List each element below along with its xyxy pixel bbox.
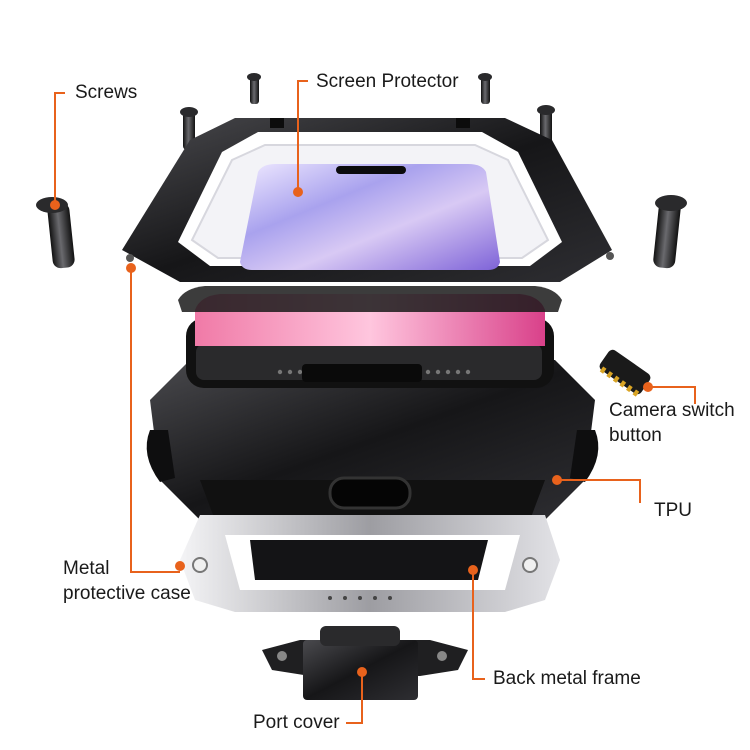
label-metal-case-line2: protective case [63,583,191,604]
label-port-cover: Port cover [253,712,340,733]
front-metal-frame [122,118,614,282]
leader-screen-protector [297,80,308,192]
leader-port-cover [346,672,363,724]
leader-camera-switch [648,386,696,404]
dot-tpu [552,475,562,485]
label-back-frame: Back metal frame [493,668,641,689]
dot-camera-switch [643,382,653,392]
camera-switch-part [599,349,651,397]
label-camera-switch-line1: Camera switch [609,400,735,421]
screw-top-left [247,73,261,104]
dot-screws [50,200,60,210]
back-metal-frame [180,515,560,612]
dot-metal-case [175,561,185,571]
callout-dots [50,187,653,677]
label-screen-protector: Screen Protector [316,71,459,92]
leader-tpu [557,479,641,503]
leader-screws [54,92,65,205]
label-camera-switch-line2: button [609,425,662,446]
leader-back-frame [472,570,485,680]
screw-large-right [653,195,687,269]
screw-top-right [478,73,492,104]
screw-set [36,73,687,269]
dot-port-cover [357,667,367,677]
tpu-metal-body [146,318,599,520]
phone-edge [178,286,562,346]
leader-metal-case [130,268,180,573]
label-metal-case-line1: Metal [63,558,110,579]
label-tpu: TPU [654,500,692,521]
dot-metal-case-top [126,263,136,273]
dot-back-frame [468,565,478,575]
label-screws: Screws [75,82,138,103]
callout-leaders [54,80,696,724]
port-cover-part [262,626,468,700]
dot-screen-protector [293,187,303,197]
